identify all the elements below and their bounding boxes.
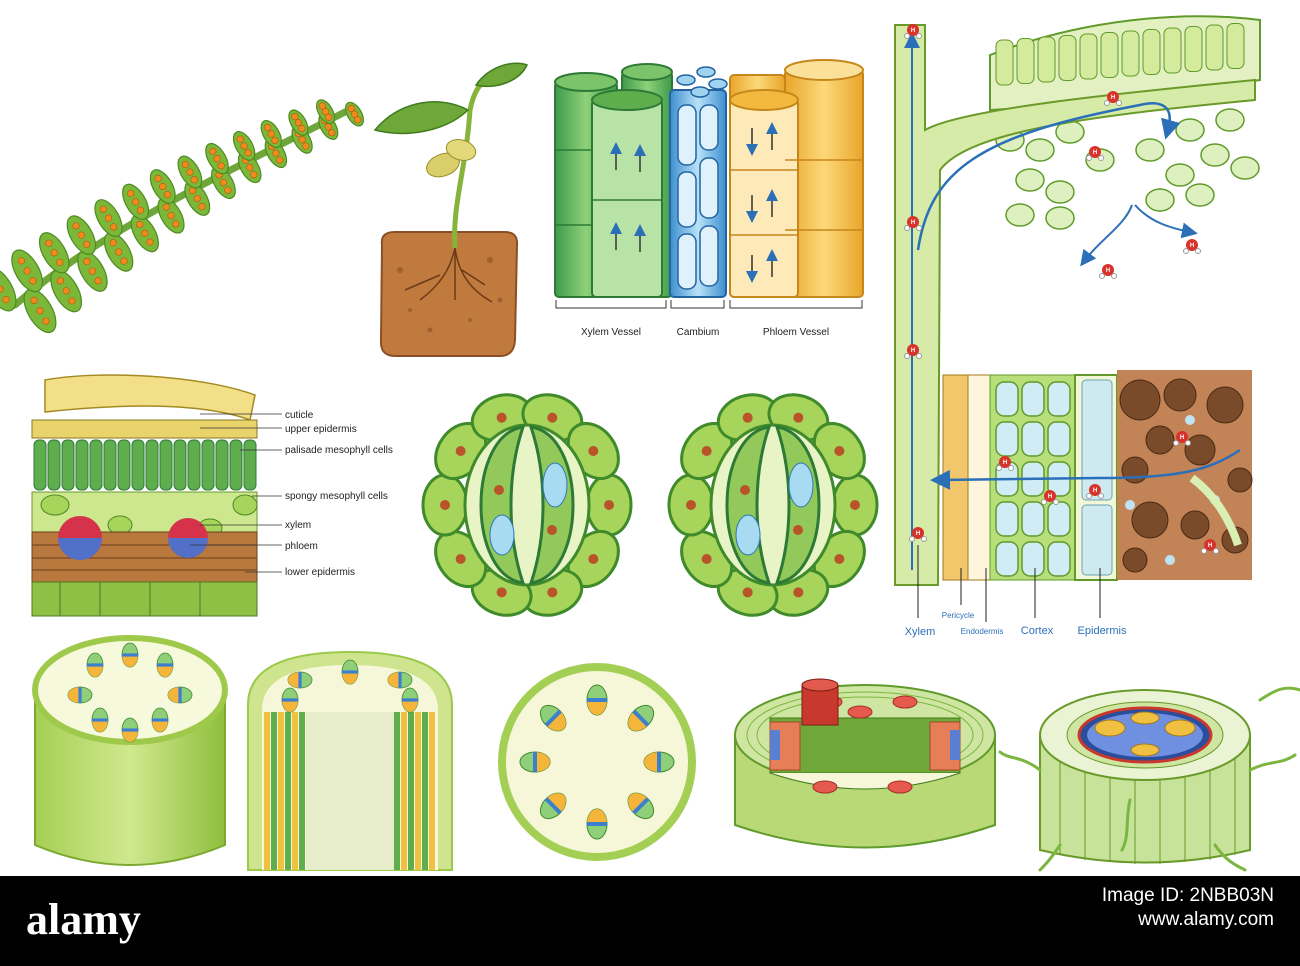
leaf-label-6: phloem bbox=[285, 541, 318, 552]
cortex-label: Cortex bbox=[1021, 625, 1054, 637]
svg-text:H: H bbox=[1208, 543, 1212, 549]
leaf-label-5: xylem bbox=[285, 520, 311, 531]
stock-footer-bar: alamy Image ID: 2NBB03N www.alamy.com bbox=[0, 876, 1300, 966]
svg-text:H: H bbox=[911, 220, 915, 226]
xylem-vessel-label: Xylem Vessel bbox=[581, 327, 641, 338]
image-id-text: Image ID: 2NBB03N bbox=[1101, 885, 1274, 906]
h2o-molecule bbox=[1089, 146, 1101, 158]
svg-text:H: H bbox=[916, 531, 920, 537]
h2o-molecule bbox=[1186, 239, 1198, 251]
h2o-molecule bbox=[1204, 539, 1216, 551]
cambium-label: Cambium bbox=[677, 327, 720, 338]
alamy-logo: alamy bbox=[26, 895, 141, 944]
h2o-molecule bbox=[1107, 91, 1119, 103]
svg-text:H: H bbox=[1190, 243, 1194, 249]
stomata-pair bbox=[421, 393, 879, 617]
svg-text:H: H bbox=[1111, 95, 1115, 101]
root-xylem-label: Xylem bbox=[905, 626, 936, 638]
monocot-stem-cylinder bbox=[32, 635, 228, 866]
h2o-molecule bbox=[1089, 484, 1101, 496]
leaf-label-3: palisade mesophyll cells bbox=[285, 445, 393, 456]
svg-text:H: H bbox=[911, 348, 915, 354]
leaf-label-1: cuticle bbox=[285, 410, 314, 421]
svg-text:H: H bbox=[1093, 488, 1097, 494]
svg-text:H: H bbox=[1093, 150, 1097, 156]
leaf-label-2: upper epidermis bbox=[285, 424, 357, 435]
vascular-tissue-diagram: Xylem Vessel Cambium Phloem Vessel bbox=[554, 59, 864, 338]
stem-cross-section-circle bbox=[498, 663, 696, 861]
svg-text:H: H bbox=[1180, 435, 1184, 441]
svg-text:H: H bbox=[911, 28, 915, 34]
fern-frond bbox=[0, 99, 364, 334]
endodermis-label: Endodermis bbox=[961, 627, 1004, 636]
site-url-text: www.alamy.com bbox=[1138, 909, 1274, 930]
h2o-molecule bbox=[1044, 490, 1056, 502]
leaf-cross-section: cuticle upper epidermis palisade mesophyll… bbox=[31, 374, 393, 617]
plant-tissue-illustrations: Xylem Vessel Cambium Phloem Vessel cutic… bbox=[0, 15, 1300, 872]
seedling-in-soil bbox=[373, 62, 529, 357]
image-id-block: Image ID: 2NBB03N www.alamy.com bbox=[1102, 884, 1274, 932]
svg-text:H: H bbox=[1106, 268, 1110, 274]
h2o-molecule bbox=[907, 216, 919, 228]
h2o-molecule bbox=[999, 456, 1011, 468]
epidermis-label: Epidermis bbox=[1078, 625, 1127, 637]
water-transport-diagram: H H H H H H H H H H H H H Xylem Pericycle Endodermis… bbox=[894, 15, 1261, 638]
h2o-molecule bbox=[907, 344, 919, 356]
h2o-molecule bbox=[907, 24, 919, 36]
phloem-vessel-label: Phloem Vessel bbox=[763, 327, 829, 338]
leaf-label-7: lower epidermis bbox=[285, 567, 355, 578]
h2o-molecule bbox=[1176, 431, 1188, 443]
dicot-stem-block bbox=[734, 678, 996, 849]
leaf-label-4: spongy mesophyll cells bbox=[285, 491, 388, 502]
h2o-molecule bbox=[1102, 264, 1114, 276]
pericycle-label: Pericycle bbox=[942, 611, 975, 620]
stem-longitudinal-section bbox=[247, 650, 453, 871]
svg-text:H: H bbox=[1003, 460, 1007, 466]
root-cross-section-block bbox=[998, 686, 1300, 872]
svg-text:H: H bbox=[1048, 494, 1052, 500]
h2o-molecule bbox=[912, 527, 924, 539]
